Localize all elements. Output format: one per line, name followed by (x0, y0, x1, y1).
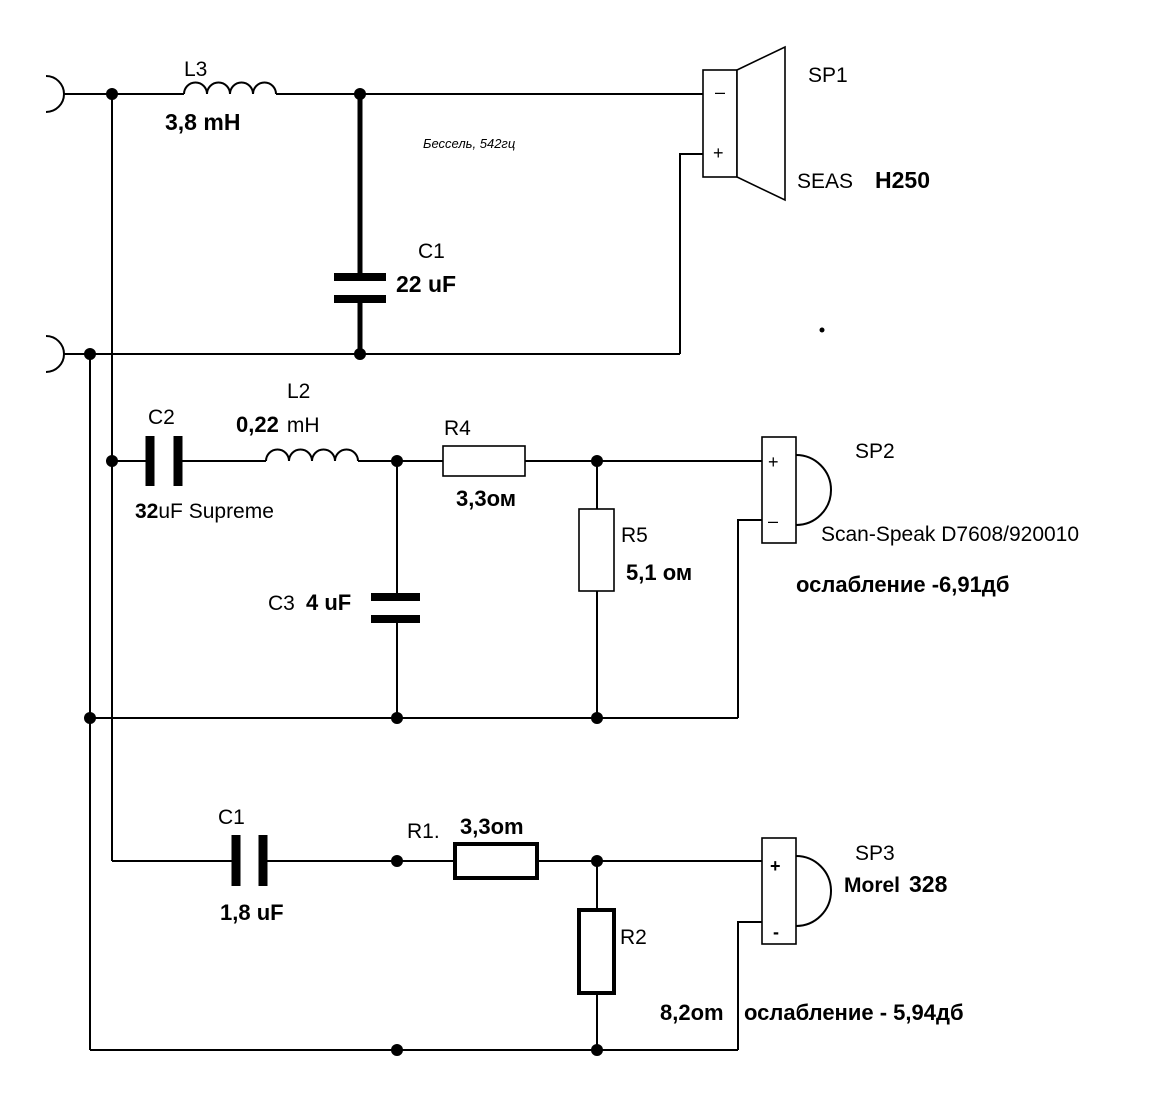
junction-dot (391, 855, 403, 867)
value-L3: 3,8 mH (165, 109, 240, 135)
junction-dot (591, 855, 603, 867)
label-L2: L2 (287, 380, 310, 403)
value-L2-unit: mH (287, 414, 320, 437)
input-terminal-top (45, 75, 112, 113)
value-R1: 3,3om (460, 814, 524, 839)
SP3-model: 328 (909, 871, 948, 897)
label-C2: C2 (148, 406, 175, 429)
label-R4: R4 (444, 417, 471, 440)
value-C2-number: 32 (135, 500, 158, 523)
SP2-pin-plus: + (768, 452, 779, 472)
alignment-note: Бессель, 542гц (423, 136, 515, 151)
junction-dot (106, 455, 118, 467)
value-L2: 0,22 mH (236, 412, 320, 437)
input-terminal-bottom (45, 335, 90, 373)
junction-dot (106, 88, 118, 100)
value-C2-rest: uF Supreme (158, 500, 274, 523)
inductor-L3 (183, 81, 277, 95)
resistor-R4 (442, 445, 526, 477)
label-L3: L3 (184, 58, 207, 81)
label-SP2: SP2 (855, 440, 895, 463)
junction-dot (354, 88, 366, 100)
SP3-pin-plus: + (770, 856, 781, 876)
label-SP3: SP3 (855, 842, 895, 865)
SP3-pin-minus: - (773, 922, 779, 942)
inductor-L2 (265, 448, 359, 462)
junction-dot (84, 712, 96, 724)
value-L2-number: 0,22 (236, 412, 279, 437)
SP2-model: Scan-Speak D7608/920010 (821, 523, 1079, 546)
junction-dot (591, 455, 603, 467)
junction-dot (84, 348, 96, 360)
label-C1b: C1 (218, 806, 245, 829)
value-C3: 4 uF (306, 590, 351, 615)
speaker-SP2-dome (795, 454, 832, 526)
wire-ground-to-SP2-minus (737, 519, 762, 718)
SP2-pin-minus: – (768, 511, 778, 531)
junction-dot (391, 455, 403, 467)
value-C1b: 1,8 uF (220, 900, 284, 925)
value-R2: 8,2om (660, 1000, 724, 1025)
SP2-attenuation: ослабление -6,91дб (796, 572, 1009, 597)
junction-dot (391, 712, 403, 724)
SP1-brand: SEAS (797, 170, 853, 193)
resistor-R5 (578, 508, 615, 592)
wire-ground-to-SP1-plus (679, 153, 703, 354)
junction-dot (591, 712, 603, 724)
SP3-attenuation: ослабление - 5,94дб (744, 1000, 964, 1025)
resistor-R2 (577, 908, 616, 995)
speaker-SP3-body (761, 837, 797, 945)
value-R4: 3,3ом (456, 486, 516, 511)
label-C3: C3 (268, 592, 295, 615)
label-C1: C1 (418, 240, 445, 263)
label-SP1: SP1 (808, 64, 848, 87)
junction-dot (591, 1044, 603, 1056)
label-R2: R2 (620, 926, 647, 949)
speaker-SP2-body (761, 436, 797, 544)
value-C2: 32uF Supreme (135, 500, 274, 523)
stray-dot (819, 327, 825, 333)
label-R1: R1. (407, 820, 440, 843)
value-C1: 22 uF (396, 271, 456, 297)
value-R5: 5,1 ом (626, 560, 692, 585)
SP1-pin-plus: + (713, 143, 724, 163)
label-R5: R5 (621, 524, 648, 547)
SP1-model: H250 (875, 167, 930, 193)
wire-ground-to-SP3-minus (737, 921, 762, 1050)
SP3-brand: Morel (844, 874, 900, 897)
speaker-SP1-cone (736, 45, 786, 202)
SP1-pin-minus: – (715, 82, 725, 102)
speaker-SP3-dome (795, 855, 832, 927)
resistor-R1 (453, 842, 539, 880)
junction-dot (354, 348, 366, 360)
junction-dot (391, 1044, 403, 1056)
